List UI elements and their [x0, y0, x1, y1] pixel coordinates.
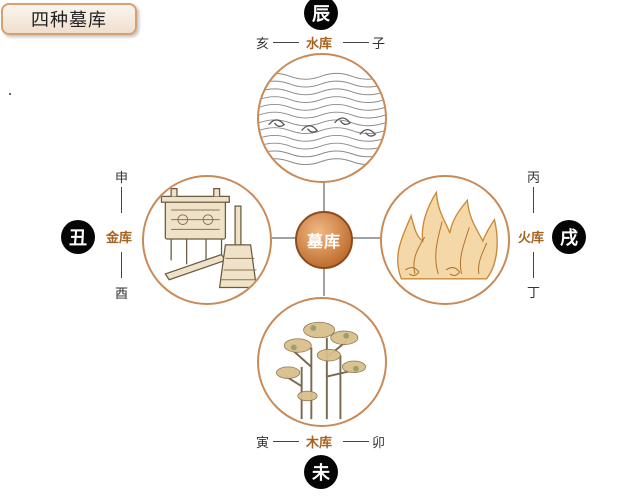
dash-water-right — [343, 42, 369, 43]
wood-circle — [257, 297, 387, 427]
water-store-label: 水库 — [306, 37, 333, 52]
metal-circle — [142, 175, 272, 305]
bronze-vessels-icon — [160, 188, 259, 289]
bullet-dot — [9, 93, 11, 95]
flames-icon — [397, 190, 498, 280]
fire-circle — [380, 175, 510, 305]
dash-water-left — [273, 42, 299, 43]
dash-wood-left — [273, 441, 299, 442]
fire-store-label: 火库 — [518, 231, 545, 246]
page-title: 四种墓库 — [1, 3, 137, 35]
hub-circle: 墓库 — [295, 211, 353, 269]
badge-chou: 丑 — [61, 220, 95, 254]
wood-store-label: 木库 — [306, 436, 333, 451]
vline-fire-bottom — [533, 252, 534, 278]
dash-wood-right — [343, 441, 369, 442]
water-circle — [257, 53, 387, 183]
hub-label: 墓库 — [306, 232, 341, 251]
branch-you: 酉 — [115, 287, 129, 302]
branch-yin: 寅 — [256, 436, 270, 451]
trees-icon — [276, 321, 367, 420]
badge-wei: 未 — [304, 455, 338, 489]
branch-shen: 申 — [115, 171, 129, 186]
metal-store-label: 金库 — [106, 231, 133, 246]
vline-fire-top — [533, 187, 534, 213]
branch-hai: 亥 — [256, 37, 270, 52]
branch-ding: 丁 — [527, 286, 541, 301]
vline-metal-top — [121, 187, 122, 213]
branch-zi: 子 — [372, 37, 386, 52]
badge-xu: 戌 — [552, 220, 586, 254]
branch-mao: 卯 — [372, 436, 386, 451]
branch-bing: 丙 — [527, 171, 541, 186]
vline-metal-bottom — [121, 252, 122, 278]
water-waves-icon — [259, 72, 385, 166]
badge-chen: 辰 — [304, 0, 338, 30]
